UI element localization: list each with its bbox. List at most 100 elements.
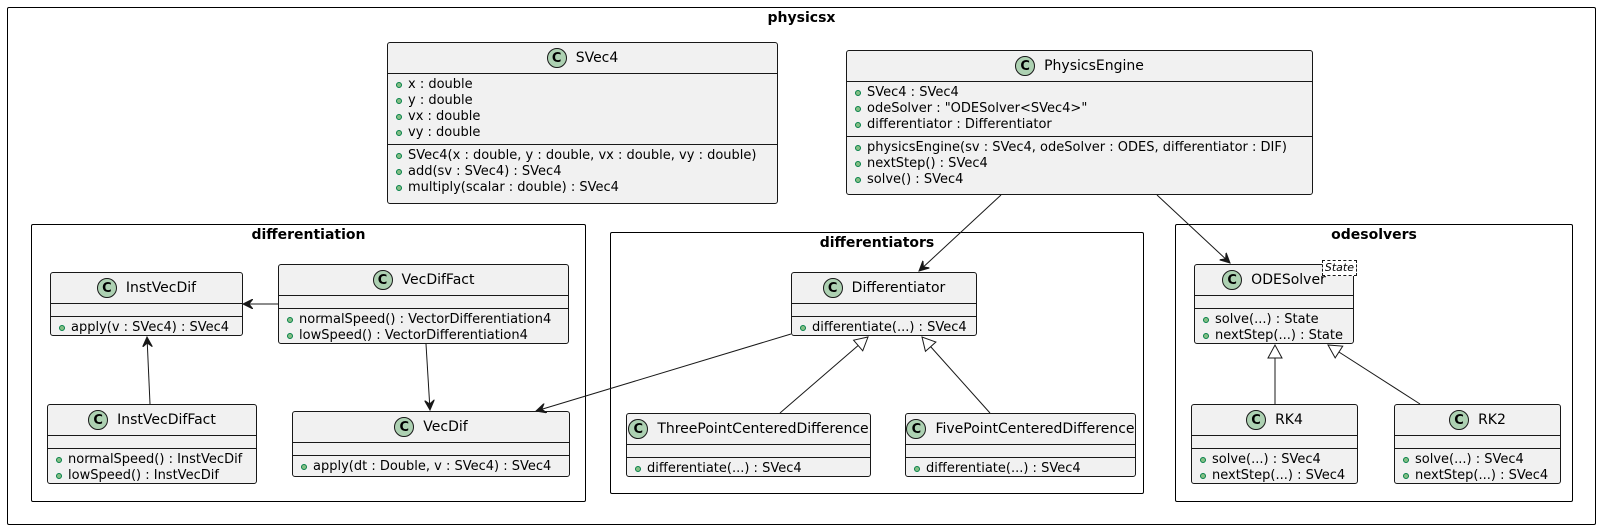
- class-method: add(sv : SVec4) : SVec4: [388, 164, 777, 180]
- public-visibility-icon: [396, 153, 402, 159]
- public-visibility-icon: [287, 317, 293, 323]
- member-text: nextStep(...) : SVec4: [1212, 468, 1346, 483]
- public-visibility-icon: [396, 114, 402, 120]
- class-header: C RK4: [1192, 405, 1357, 436]
- class-method: nextStep(...) : State: [1195, 328, 1353, 344]
- member-text: lowSpeed() : InstVecDif: [68, 468, 219, 483]
- member-text: nextStep() : SVec4: [867, 156, 988, 171]
- class-field: vx : double: [388, 109, 777, 125]
- member-text: multiply(scalar : double) : SVec4: [408, 180, 619, 195]
- class-method: apply(v : SVec4) : SVec4: [51, 320, 242, 336]
- class-name: FivePointCenteredDifference: [935, 421, 1135, 437]
- public-visibility-icon: [396, 98, 402, 104]
- member-text: differentiate(...) : SVec4: [647, 461, 802, 476]
- member-text: vy : double: [408, 125, 481, 140]
- class-field: differentiator : Differentiator: [847, 117, 1312, 133]
- public-visibility-icon: [914, 466, 920, 472]
- public-visibility-icon: [800, 325, 806, 331]
- class-methods: differentiate(...) : SVec4: [792, 317, 976, 339]
- public-visibility-icon: [56, 457, 62, 463]
- member-text: lowSpeed() : VectorDifferentiation4: [299, 328, 528, 343]
- class-icon: C: [96, 278, 117, 298]
- class-icon: C: [88, 410, 109, 430]
- member-text: normalSpeed() : VectorDifferentiation4: [299, 312, 552, 327]
- class-name: InstVecDifFact: [117, 412, 216, 428]
- class-icon: C: [546, 48, 567, 68]
- public-visibility-icon: [59, 325, 65, 331]
- class-name: VecDifFact: [401, 272, 475, 288]
- member-text: y : double: [408, 93, 473, 108]
- class-fields: [48, 436, 256, 449]
- class-header: C FivePointCenteredDifference: [906, 414, 1135, 445]
- class-icon: C: [1222, 270, 1243, 290]
- class-fivepoint[interactable]: C FivePointCenteredDifference differentiat…: [905, 413, 1136, 477]
- class-fields: [627, 445, 870, 458]
- public-visibility-icon: [396, 185, 402, 191]
- class-fields: [792, 304, 976, 317]
- member-text: nextStep(...) : SVec4: [1415, 468, 1549, 483]
- class-method: nextStep() : SVec4: [847, 156, 1312, 172]
- class-instvecdiffact[interactable]: C InstVecDifFact normalSpeed() : InstVecDi…: [47, 404, 257, 484]
- package-physicsx: physicsx: [7, 7, 1596, 525]
- member-text: vx : double: [408, 109, 481, 124]
- class-field: vy : double: [388, 125, 777, 141]
- public-visibility-icon: [56, 473, 62, 479]
- class-methods: apply(dt : Double, v : SVec4) : SVec4: [293, 456, 569, 478]
- member-text: differentiate(...) : SVec4: [812, 320, 967, 335]
- class-method: lowSpeed() : VectorDifferentiation4: [279, 328, 568, 344]
- class-icon: C: [628, 419, 649, 439]
- class-method: solve(...) : SVec4: [1395, 452, 1560, 468]
- member-text: add(sv : SVec4) : SVec4: [408, 164, 562, 179]
- class-method: differentiate(...) : SVec4: [627, 461, 870, 477]
- class-name: RK2: [1478, 412, 1506, 428]
- package-odesolvers: odesolvers: [1175, 224, 1573, 502]
- class-methods: differentiate(...) : SVec4: [906, 458, 1135, 480]
- member-text: solve() : SVec4: [867, 172, 964, 187]
- class-fields: [51, 304, 242, 317]
- package-title: differentiators: [819, 235, 935, 251]
- class-icon: C: [1015, 56, 1036, 76]
- class-icon: C: [822, 278, 843, 298]
- member-text: odeSolver : "ODESolver<SVec4>": [867, 101, 1088, 116]
- member-text: solve(...) : SVec4: [1212, 452, 1321, 467]
- public-visibility-icon: [1200, 457, 1206, 463]
- class-icon: C: [906, 419, 927, 439]
- public-visibility-icon: [396, 82, 402, 88]
- package-title: physicsx: [767, 10, 836, 26]
- class-fields: [293, 443, 569, 456]
- class-icon: C: [1246, 410, 1267, 430]
- class-name: ODESolver: [1251, 272, 1326, 288]
- class-name: RK4: [1275, 412, 1303, 428]
- member-text: physicsEngine(sv : SVec4, odeSolver : OD…: [867, 140, 1287, 155]
- public-visibility-icon: [855, 106, 861, 112]
- class-fields: [1195, 296, 1353, 309]
- public-visibility-icon: [396, 130, 402, 136]
- member-text: x : double: [408, 77, 473, 92]
- class-method: nextStep(...) : SVec4: [1192, 468, 1357, 484]
- class-methods: physicsEngine(sv : SVec4, odeSolver : OD…: [847, 137, 1312, 191]
- public-visibility-icon: [1403, 457, 1409, 463]
- public-visibility-icon: [635, 466, 641, 472]
- class-field: odeSolver : "ODESolver<SVec4>": [847, 101, 1312, 117]
- public-visibility-icon: [1403, 473, 1409, 479]
- class-fields: [1395, 436, 1560, 449]
- class-fields: [1192, 436, 1357, 449]
